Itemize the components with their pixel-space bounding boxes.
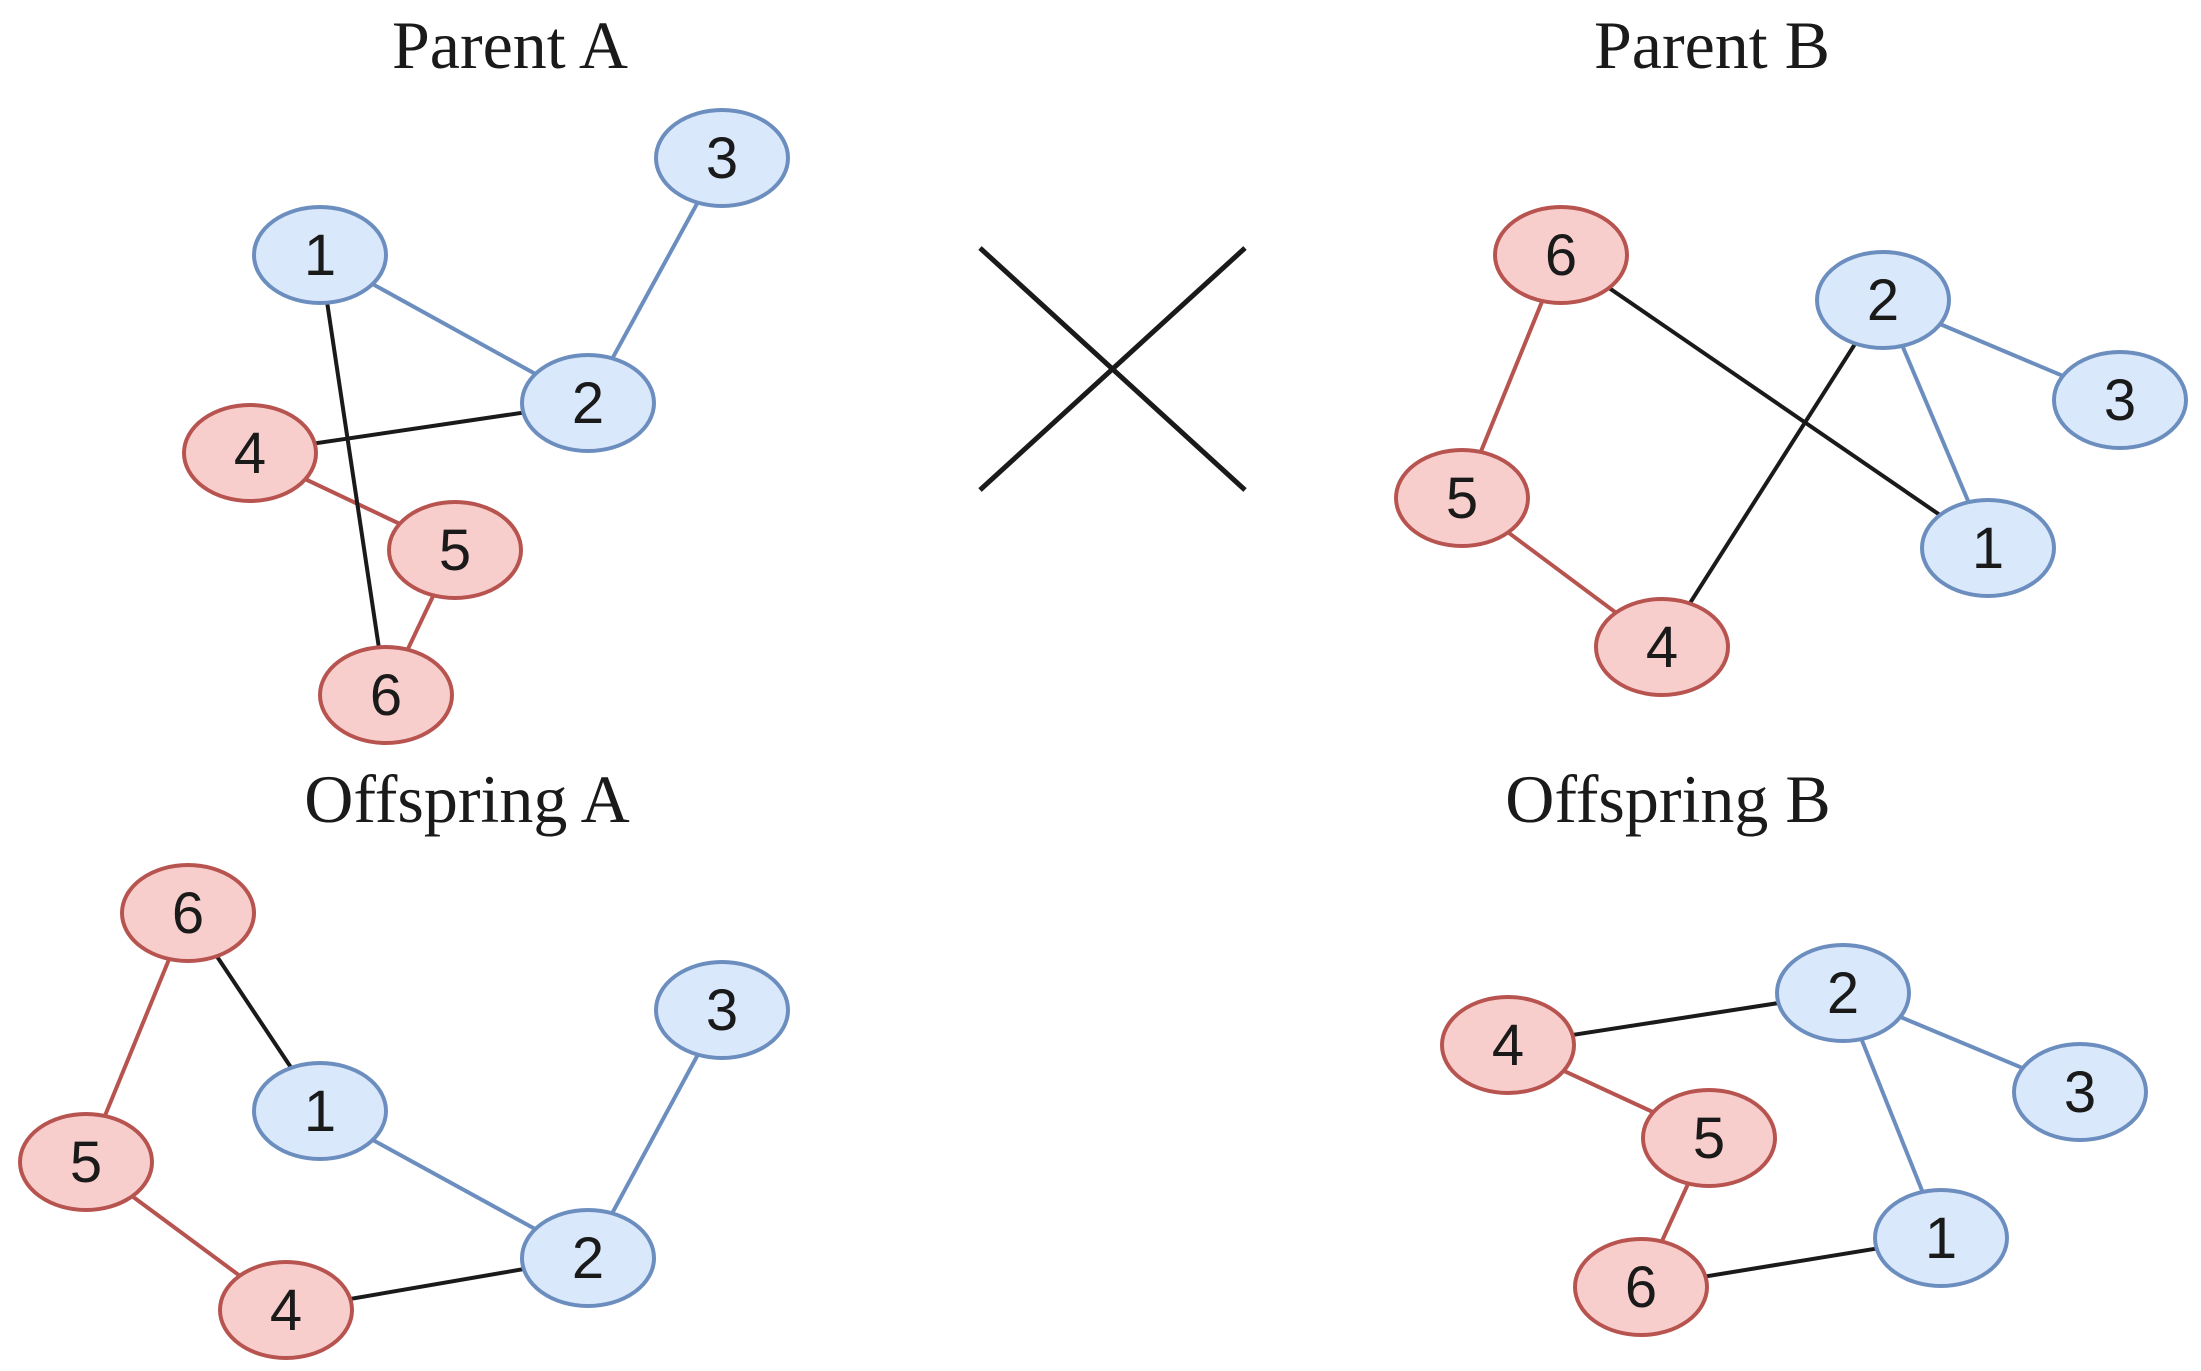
node-label: 6 — [1625, 1255, 1657, 1320]
node-1: 1 — [252, 1061, 388, 1161]
node-label: 4 — [234, 421, 266, 486]
node-label: 6 — [172, 881, 204, 946]
node-label: 2 — [572, 371, 604, 436]
node-label: 3 — [706, 126, 738, 191]
edge-1-6 — [318, 254, 388, 696]
node-circle — [1775, 943, 1911, 1043]
nodes: 4 5 6 2 3 1 — [1440, 943, 2148, 1337]
node-3: 3 — [2052, 350, 2188, 450]
node-label: 6 — [1545, 223, 1577, 288]
node-6: 6 — [318, 645, 454, 745]
node-1: 1 — [1873, 1188, 2009, 1288]
node-label: 2 — [1867, 268, 1899, 333]
node-circle — [654, 960, 790, 1060]
node-circle — [2012, 1042, 2148, 1142]
nodes: 1 2 3 4 5 6 — [182, 108, 790, 745]
node-circle — [2052, 350, 2188, 450]
node-5: 5 — [1394, 448, 1530, 548]
title-parent-b: Parent B — [1594, 7, 1830, 83]
title-offspring-b: Offspring B — [1505, 761, 1831, 837]
node-circle — [318, 645, 454, 745]
node-label: 5 — [1446, 466, 1478, 531]
node-circle — [1920, 498, 2056, 598]
node-label: 1 — [1972, 516, 2004, 581]
node-circle — [1394, 448, 1530, 548]
node-circle — [252, 1061, 388, 1161]
graph-offspring-a: 6 5 4 1 2 3 — [18, 863, 790, 1360]
node-3: 3 — [2012, 1042, 2148, 1142]
node-label: 1 — [304, 1079, 336, 1144]
node-label: 5 — [1693, 1106, 1725, 1171]
node-circle — [1440, 995, 1576, 1095]
node-circle — [18, 1112, 154, 1212]
node-6: 6 — [1573, 1237, 1709, 1337]
cross-line-2 — [978, 246, 1247, 492]
node-3: 3 — [654, 108, 790, 208]
node-circle — [252, 205, 388, 305]
edge-6-1 — [1559, 253, 1990, 550]
title-parent-a: Parent A — [392, 7, 628, 83]
graph-offspring-b: 4 5 6 2 3 1 — [1440, 943, 2148, 1337]
node-circle — [1873, 1188, 2009, 1288]
node-4: 4 — [182, 403, 318, 503]
node-circle — [218, 1260, 354, 1360]
node-2: 2 — [1775, 943, 1911, 1043]
node-6: 6 — [1493, 205, 1629, 305]
node-label: 5 — [439, 518, 471, 583]
node-circle — [520, 1208, 656, 1308]
node-4: 4 — [218, 1260, 354, 1360]
node-label: 4 — [270, 1278, 302, 1343]
nodes: 6 5 4 1 2 3 — [18, 863, 790, 1360]
nodes: 6 5 4 2 3 1 — [1394, 205, 2188, 697]
node-3: 3 — [654, 960, 790, 1060]
node-label: 3 — [2104, 368, 2136, 433]
graph-parent-b: 6 5 4 2 3 1 — [1394, 205, 2188, 697]
node-circle — [1573, 1237, 1709, 1337]
node-label: 3 — [706, 978, 738, 1043]
node-label: 1 — [304, 223, 336, 288]
node-label: 6 — [370, 663, 402, 728]
node-circle — [387, 500, 523, 600]
node-circle — [182, 403, 318, 503]
node-circle — [1641, 1088, 1777, 1188]
node-label: 2 — [572, 1226, 604, 1291]
node-1: 1 — [252, 205, 388, 305]
node-label: 5 — [70, 1130, 102, 1195]
node-label: 3 — [2064, 1060, 2096, 1125]
title-offspring-a: Offspring A — [304, 761, 630, 837]
node-4: 4 — [1594, 597, 1730, 697]
node-circle — [120, 863, 256, 963]
node-circle — [1815, 250, 1951, 350]
node-5: 5 — [18, 1112, 154, 1212]
node-2: 2 — [520, 353, 656, 453]
node-5: 5 — [1641, 1088, 1777, 1188]
node-circle — [1594, 597, 1730, 697]
graph-parent-a: 1 2 3 4 5 6 — [182, 108, 790, 745]
node-1: 1 — [1920, 498, 2056, 598]
node-5: 5 — [387, 500, 523, 600]
node-label: 4 — [1646, 615, 1678, 680]
edge-4-2 — [1660, 298, 1885, 649]
node-6: 6 — [120, 863, 256, 963]
node-4: 4 — [1440, 995, 1576, 1095]
node-label: 2 — [1827, 961, 1859, 1026]
node-label: 1 — [1925, 1206, 1957, 1271]
node-2: 2 — [1815, 250, 1951, 350]
node-circle — [1493, 205, 1629, 305]
node-circle — [654, 108, 790, 208]
node-label: 4 — [1492, 1013, 1524, 1078]
node-circle — [520, 353, 656, 453]
node-2: 2 — [520, 1208, 656, 1308]
crossover-symbol — [978, 246, 1247, 492]
